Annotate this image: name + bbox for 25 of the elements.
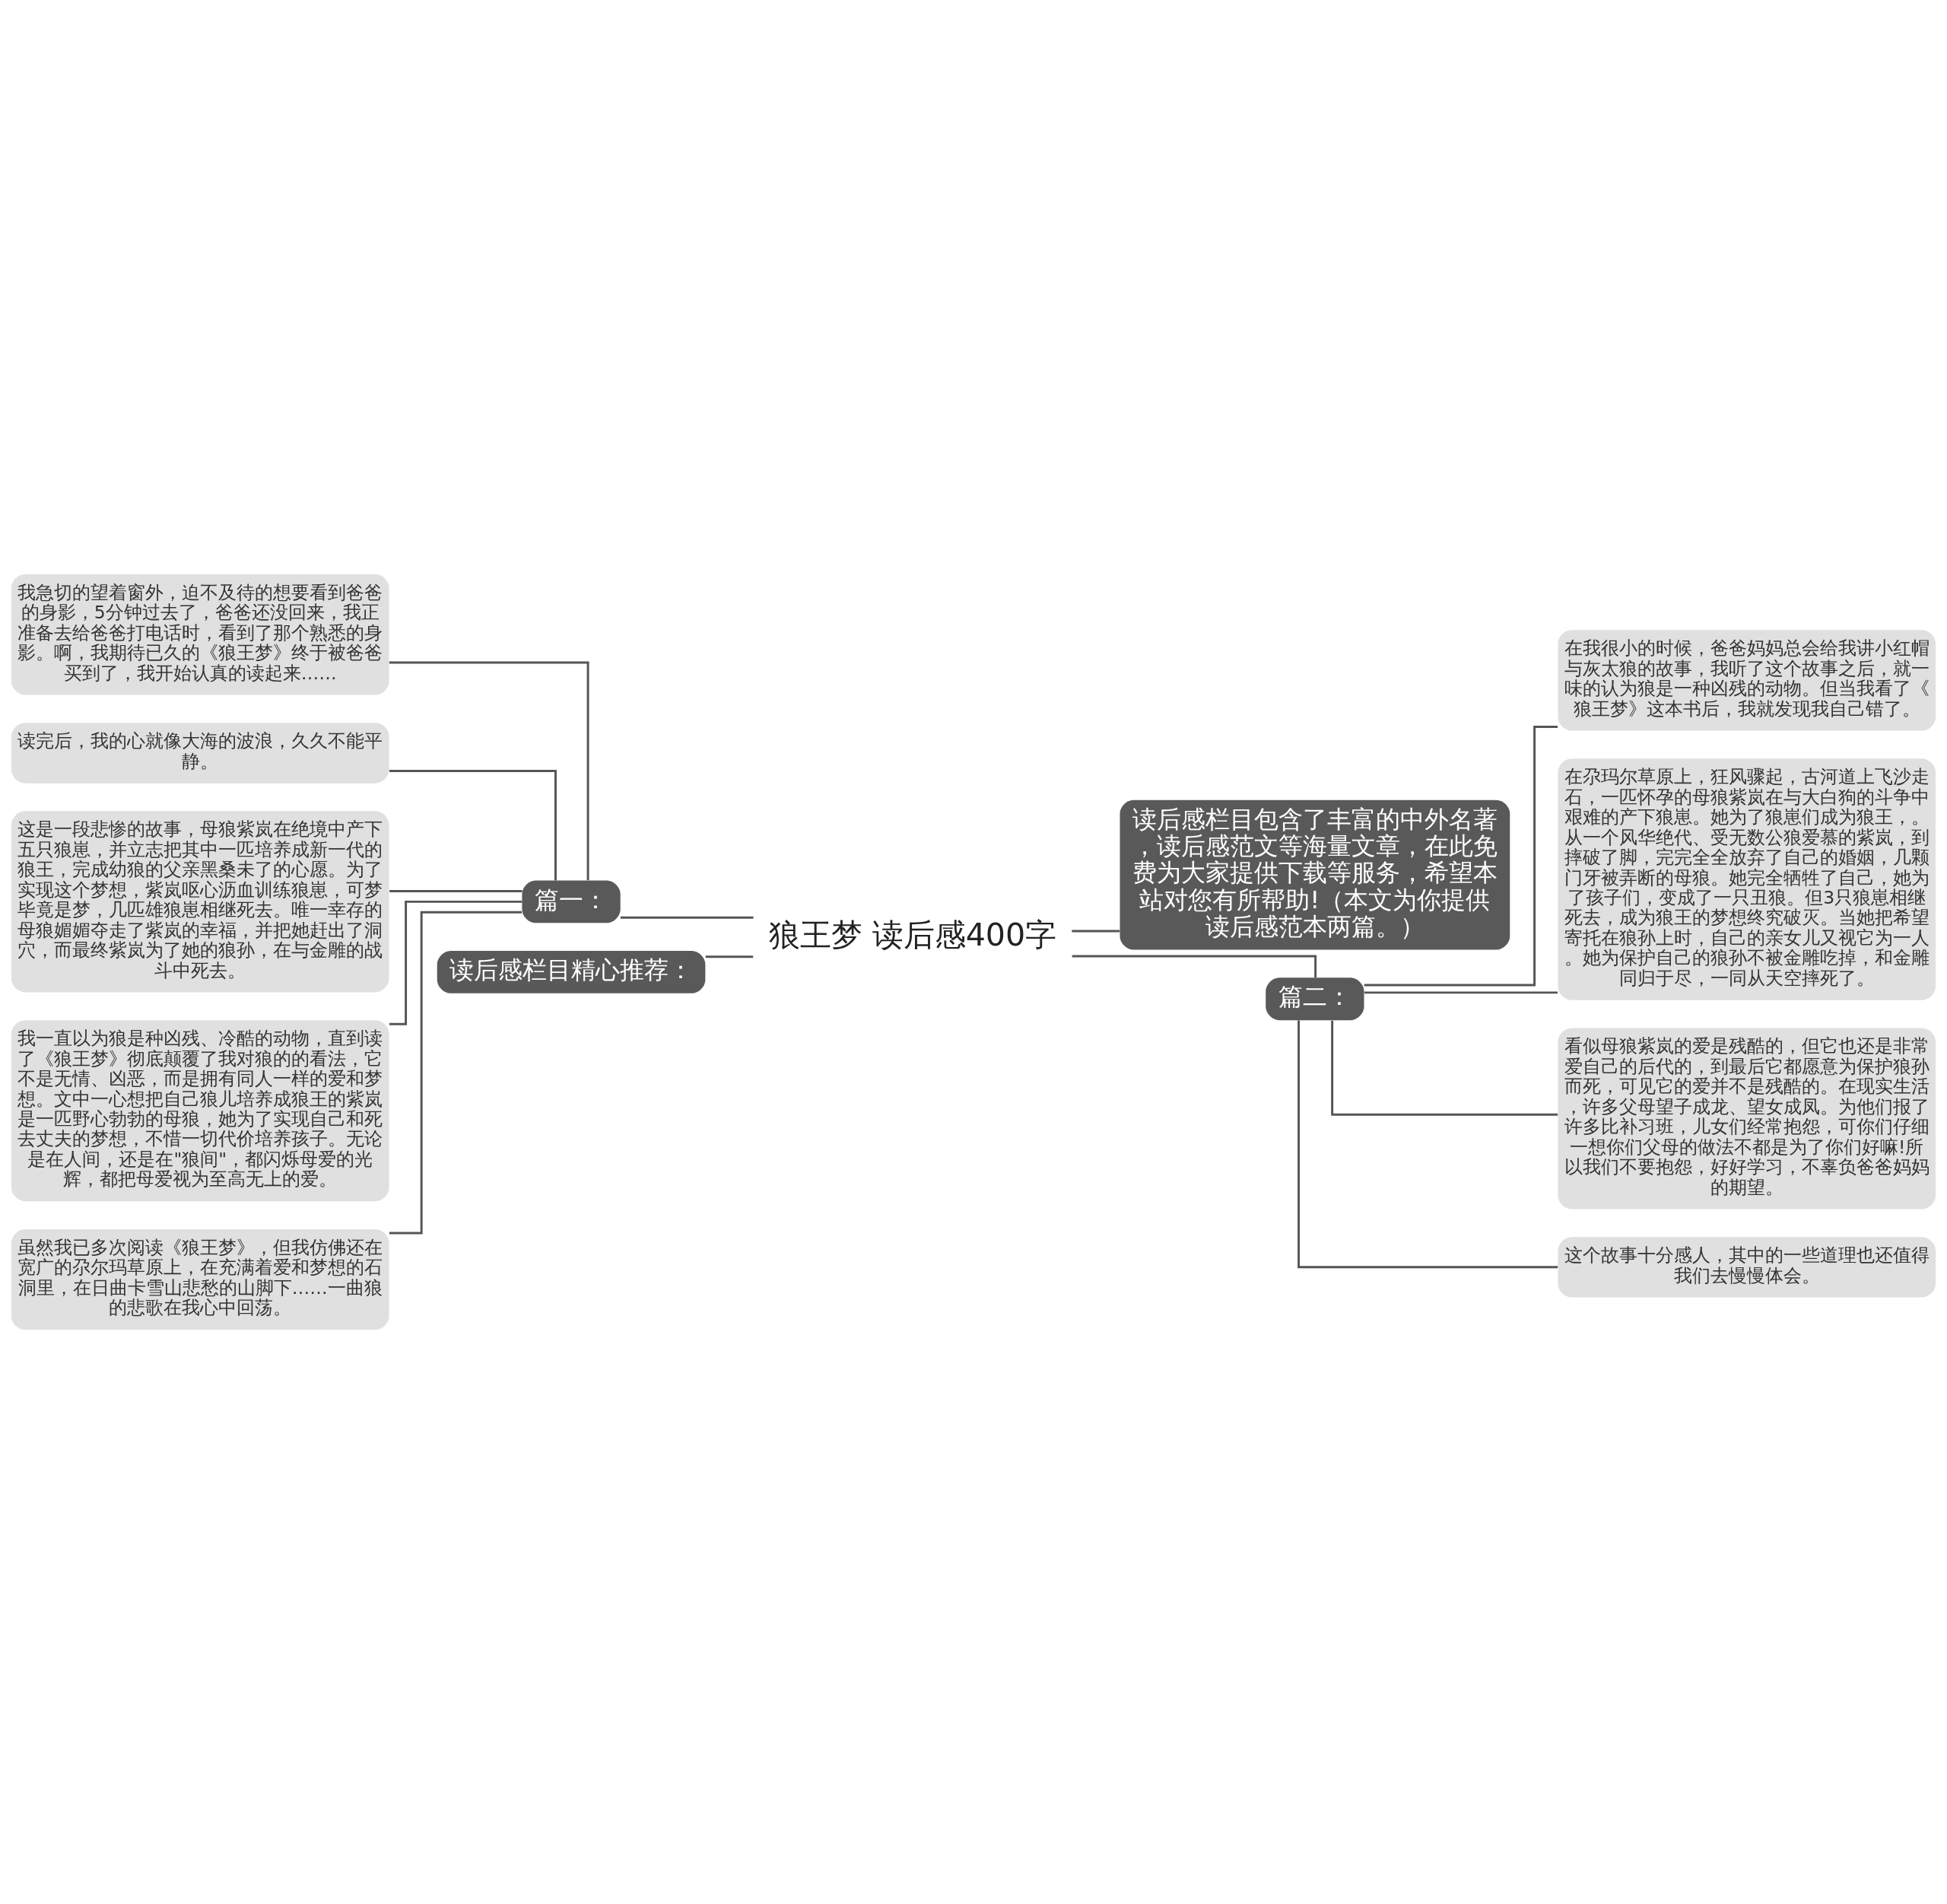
node-box: 篇二： [1266,977,1364,1021]
node-box: 在我很小的时候，爸爸妈妈总会给我讲小红帽与灰太狼的故事，我听了这个故事之后，就一味的认为狼是一种凶残的动物。但当我看了《狼王梦》这本书后，我就发现我自己错了。 [1558,630,1936,731]
node-box: 读后感栏目包含了丰富的中外名著，读后感范文等海量文章，在此免费为大家提供下载等服务，希望本站对您有所帮助!（本文为你提供读后感范本两篇。） [1120,799,1510,950]
node-box: 读后感栏目精心推荐： [437,951,706,993]
node-box: 读完后，我的心就像大海的波浪，久久不能平静。 [11,723,389,784]
connector [1072,930,1120,933]
connector [389,661,589,880]
connector [1297,1020,1558,1269]
node-box: 这个故事十分感人，其中的一些道理也还值得我们去慢慢体会。 [1558,1237,1936,1298]
node-box: 看似母狼紫岚的爱是残酷的，但它也还是非常爱自己的后代的，到最后它都愿意为保护狼孙而死，可见它的爱并不是残酷的。在现实生活，许多父母望子成龙、望女成凤。为他们报了许多比补习班，儿女们经常抱怨，可你们仔细一想你们父母的做法不都是为了你们好嘛!所以我们不要抱怨，好好学习，不辜负爸爸妈妈的期望。 [1558,1028,1936,1209]
connector [705,955,754,958]
node-text: 狼王梦 读后感400字 [768,916,1057,953]
connector [1364,991,1558,994]
node-box: 在尕玛尔草原上，狂风骤起，古河道上飞沙走石，一匹怀孕的母狼紫岚在与大白狗的斗争中艰难的产下狼崽。她为了狼崽们成为狼王，。从一个风华绝代、受无数公狼爱慕的紫岚，到摔破了脚，完完全全放弃了自己的婚姻，几颗门牙被弄断的母狼。她完全牺牲了自己，她为了孩子们，变成了一只丑狼。但3只狼崽相继死去，成为狼王的梦想终究破灭。当她把希望寄托在狼孙上时，自己的亲女儿又视它为一人。她为保护自己的狼孙不被金雕吃掉，和金雕同归于尽，一同从天空摔死了。 [1558,758,1936,1000]
node-box: 篇一： [522,880,621,923]
connector [1331,1020,1558,1116]
node-box: 这是一段悲惨的故事，母狼紫岚在绝境中产下五只狼崽，并立志把其中一匹培养成新一代的狼王，完成幼狼的父亲黑桑未了的心愿。为了实现这个梦想，紫岚呕心沥血训练狼崽，可梦毕竟是梦，几匹雄狼崽相继死去。唯一幸存的母狼媚媚夺走了紫岚的幸福，并把她赶出了洞穴，而最终紫岚为了她的狼孙，在与金雕的战斗中死去。 [11,811,389,993]
connector [389,889,522,892]
node-box: 我急切的望着窗外，迫不及待的想要看到爸爸的身影，5分钟过去了，爸爸还没回来，我正准备去给爸爸打电话时，看到了那个熟悉的身影。啊，我期待已久的《狼王梦》终于被爸爸买到了，我开始认真的读起来…… [11,574,389,695]
connector [389,911,522,1235]
connector [389,900,522,1025]
node-box: 我一直以为狼是种凶残、冷酷的动物，直到读了《狼王梦》彻底颠覆了我对狼的的看法，它不是无情、凶恶，而是拥有同人一样的爱和梦想。文中一心想把自己狼儿培养成狼王的紫岚是一匹野心勃勃的母狼，她为了实现自己和死去丈夫的梦想，不惜一切代价培养孩子。无论是在人间，还是在"狼间"，都闪烁母爱的光辉，都把母爱视为至高无上的爱。 [11,1020,389,1202]
connector [620,916,754,919]
connector [389,770,557,881]
node-box: 虽然我已多次阅读《狼王梦》，但我仿佛还在宽广的尕尔玛草原上，在充满着爱和梦想的石洞里，在日曲卡雪山悲愁的山脚下……一曲狼的悲歌在我心中回荡。 [11,1229,389,1330]
